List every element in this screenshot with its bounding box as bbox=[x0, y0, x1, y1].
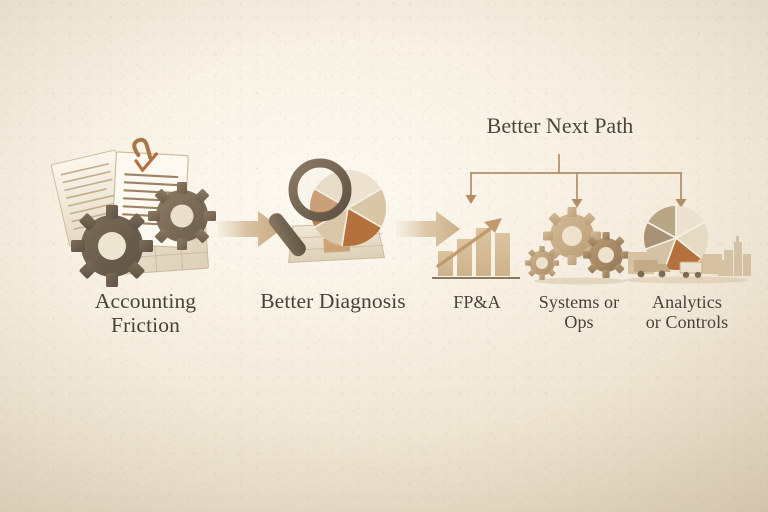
label-line-2: Friction bbox=[111, 313, 180, 338]
three-gears-icon bbox=[525, 207, 629, 285]
label-better-diagnosis: Better Diagnosis bbox=[238, 289, 428, 313]
branch-fpa[interactable] bbox=[432, 206, 520, 286]
gear-icon bbox=[71, 205, 153, 287]
truck-icon bbox=[634, 260, 671, 278]
label-line-1: Analytics bbox=[652, 292, 722, 312]
magnifier-icon bbox=[268, 158, 352, 257]
branch-group-title: Better Next Path bbox=[486, 113, 634, 138]
gear-icon bbox=[583, 232, 629, 278]
bracket-three-branch-icon bbox=[465, 154, 687, 208]
label-line-1: FP&A bbox=[453, 292, 501, 312]
bar-chart-growth-icon bbox=[432, 218, 520, 279]
gear-icon bbox=[525, 246, 559, 280]
gear-icon bbox=[148, 182, 216, 250]
label-analytics-or-controls: Analytics or Controls bbox=[628, 292, 746, 332]
label-line-1: Accounting bbox=[94, 289, 197, 313]
stage-accounting-friction[interactable] bbox=[50, 137, 226, 287]
label-line-2: or Controls bbox=[645, 312, 729, 333]
label-line-1: Systems or bbox=[538, 292, 620, 312]
documents-and-gears-icon bbox=[50, 137, 216, 287]
magnifier-pie-chart-icon bbox=[268, 158, 387, 264]
down-arrow-icon bbox=[465, 195, 687, 208]
right-arrow-icon bbox=[396, 211, 460, 247]
stage-better-diagnosis[interactable] bbox=[268, 152, 398, 278]
connector-1 bbox=[218, 208, 284, 250]
label-fpa: FP&A bbox=[424, 292, 530, 312]
label-line-1: Better Diagnosis bbox=[260, 289, 406, 313]
pie-chart-logistics-icon bbox=[624, 205, 751, 284]
branch-systems-or-ops[interactable] bbox=[525, 207, 632, 286]
pie-chart-icon bbox=[309, 169, 387, 247]
cityscape-icon bbox=[718, 236, 751, 276]
label-systems-or-ops: Systems or Ops bbox=[524, 292, 634, 332]
label-accounting-friction: Accounting Friction bbox=[48, 289, 243, 337]
right-arrow-icon bbox=[218, 211, 282, 247]
bracket-three-branch bbox=[455, 148, 705, 218]
branch-analytics-or-controls[interactable] bbox=[624, 204, 754, 286]
truck-icon bbox=[679, 261, 703, 279]
label-line-2: Ops bbox=[564, 312, 594, 333]
connector-2 bbox=[396, 208, 462, 250]
gear-icon bbox=[543, 207, 601, 265]
